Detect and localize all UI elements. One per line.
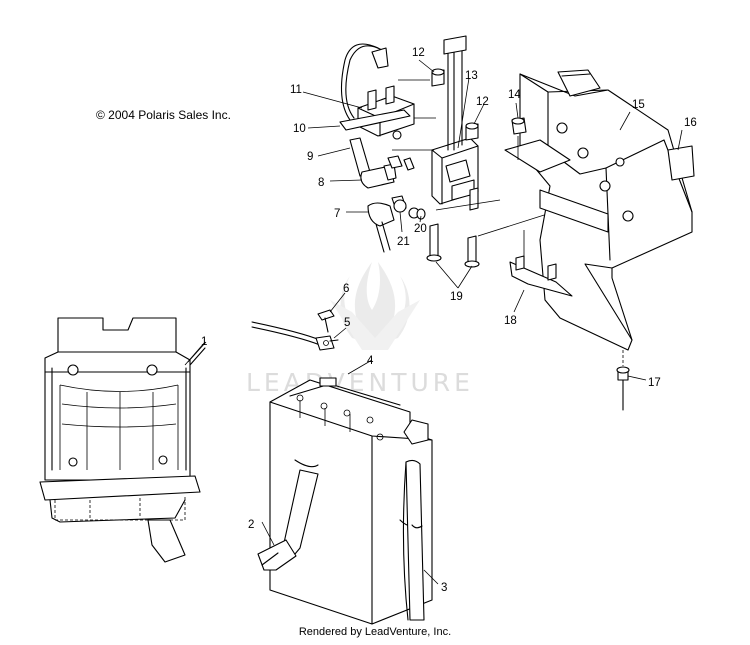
mounting-bracket [504,69,695,411]
callout-8: 8 [318,177,324,189]
callout-7: 7 [334,208,340,220]
callout-5: 5 [344,317,350,329]
callout-21: 21 [397,236,410,248]
callout-6: 6 [343,283,349,295]
callout-20: 20 [414,223,427,235]
callout-12-right: 12 [476,96,489,108]
callout-leader-lines [187,59,683,585]
battery [257,377,433,625]
callout-11: 11 [290,84,302,96]
battery-tray [39,317,206,563]
callout-17: 17 [648,377,661,389]
watermark-flame-icon [330,262,420,350]
callout-labels: 1 2 3 4 5 6 7 8 9 10 11 12 12 13 14 15 1… [201,47,697,594]
callout-14: 14 [508,89,521,101]
ground-cable-and-bolt [251,309,339,351]
solenoid-assembly [339,35,561,268]
callout-19: 19 [450,291,463,303]
callout-12-upper: 12 [412,47,425,59]
footer-credit: Rendered by LeadVenture, Inc. [298,626,452,638]
callout-3: 3 [441,582,447,594]
callout-15: 15 [632,99,645,111]
callout-9: 9 [307,151,313,163]
callout-18: 18 [504,315,517,327]
callout-2: 2 [248,519,254,531]
callout-13: 13 [465,70,478,82]
callout-4: 4 [367,355,374,367]
callout-16: 16 [684,117,697,129]
copyright-text: © 2004 Polaris Sales Inc. [96,108,231,122]
callout-10: 10 [293,123,306,135]
callout-1: 1 [201,336,207,348]
